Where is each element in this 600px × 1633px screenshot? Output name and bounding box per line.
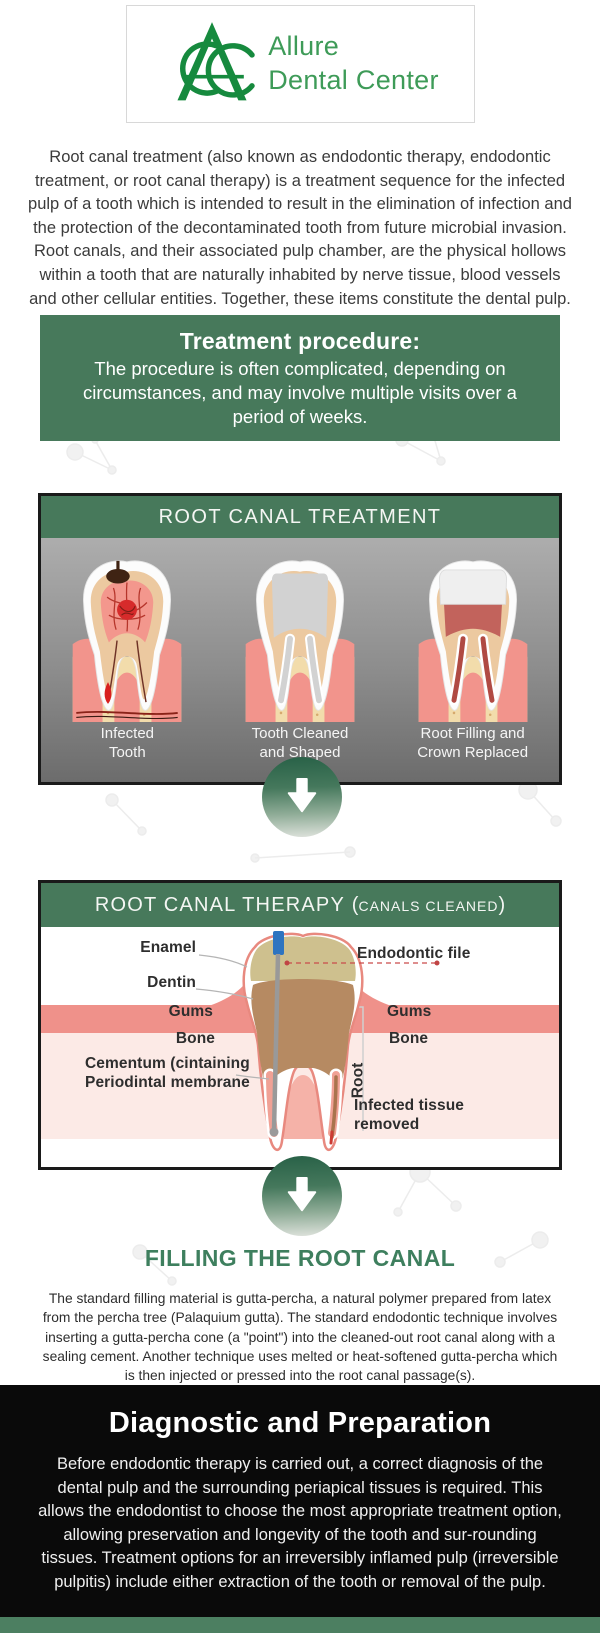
filled-tooth-illustration [418, 560, 527, 722]
diagram2-subtitle-close: ) [498, 894, 506, 916]
logo-card: Allure Dental Center [126, 5, 475, 123]
logo-text: Allure Dental Center [268, 30, 439, 98]
label-endodontic-file: Endodontic file [357, 945, 471, 962]
label-enamel: Enamel [140, 939, 196, 956]
diagram2-title: ROOT CANAL THERAPY [94, 894, 346, 916]
stage-label: Infected Tooth [101, 725, 154, 763]
stage1-label-line1: Infected [100, 725, 155, 742]
label-cementum: Cementum (cintaining Periodintal membran… [85, 1055, 250, 1091]
stage3-label-line1: Root Filling and [420, 725, 525, 742]
diagram2-subtitle: CANALS CLEANED [358, 898, 499, 914]
label-dentin: Dentin [147, 974, 196, 991]
filling-section-title: FILLING THE ROOT CANAL [144, 1245, 456, 1271]
stage2-label-line1: Tooth Cleaned [251, 725, 349, 742]
allure-dental-monogram-icon [177, 22, 255, 101]
down-arrow-icon [262, 757, 342, 837]
logo-line1: Allure [268, 31, 340, 62]
down-arrow-glyph [287, 778, 317, 813]
cleaned-tooth-illustration [245, 560, 355, 722]
diagnostic-title: Diagnostic and Preparation [108, 1407, 492, 1439]
stage-root-filling: Root Filling and Crown Replaced [387, 538, 558, 782]
diagram1-header: ROOT CANAL TREATMENT [41, 496, 559, 538]
label-root: Root [349, 1062, 367, 1099]
stage-label: Root Filling and Crown Replaced [417, 725, 528, 763]
treatment-procedure-body: The procedure is often complicated, depe… [83, 358, 517, 428]
diagram2-header: ROOT CANAL THERAPY ( CANALS CLEANED ) [41, 883, 559, 927]
root-canal-treatment-diagram: ROOT CANAL TREATMENT [38, 493, 562, 785]
intro-paragraph: Root canal treatment (also known as endo… [28, 148, 572, 308]
label-bone-right: Bone [389, 1030, 429, 1047]
label-infected-tissue: Infected tissue removed [354, 1097, 465, 1133]
filling-section-body: The standard filling material is gutta-p… [42, 1291, 558, 1384]
stage1-label-line2: Tooth [108, 743, 146, 761]
root-canal-therapy-diagram: ROOT CANAL THERAPY ( CANALS CLEANED ) [38, 880, 562, 1170]
tooth-cross-section-illustration [41, 931, 559, 1152]
down-arrow-glyph [287, 1176, 317, 1212]
treatment-procedure-title: Treatment procedure: [179, 328, 421, 354]
down-arrow-icon [262, 1156, 342, 1236]
label-gums-right: Gums [387, 1003, 432, 1020]
diagram2-subtitle-open: ( [351, 894, 359, 916]
diagram2-body: Enamel Dentin Gums Bone Cementum (cintai… [41, 927, 559, 1167]
stage3-label-line2: Crown Replaced [417, 743, 529, 761]
stage-tooth-cleaned: Tooth Cleaned and Shaped [215, 538, 386, 782]
label-gums-left: Gums [168, 1003, 213, 1020]
footer-strip [0, 1617, 600, 1633]
label-bone-left: Bone [175, 1030, 215, 1047]
infected-tooth-illustration [73, 560, 182, 722]
treatment-procedure-box: Treatment procedure: The procedure is of… [40, 315, 560, 441]
stage-label: Tooth Cleaned and Shaped [252, 725, 349, 763]
stage-infected-tooth: Infected Tooth [42, 538, 213, 782]
diagnostic-section: Diagnostic and Preparation Before endodo… [0, 1385, 600, 1617]
logo-line2: Dental Center [268, 65, 439, 95]
stage2-label-line2: and Shaped [259, 743, 341, 761]
diagram1-body: Infected Tooth [41, 538, 559, 782]
diagnostic-body: Before endodontic therapy is carried out… [38, 1455, 562, 1591]
